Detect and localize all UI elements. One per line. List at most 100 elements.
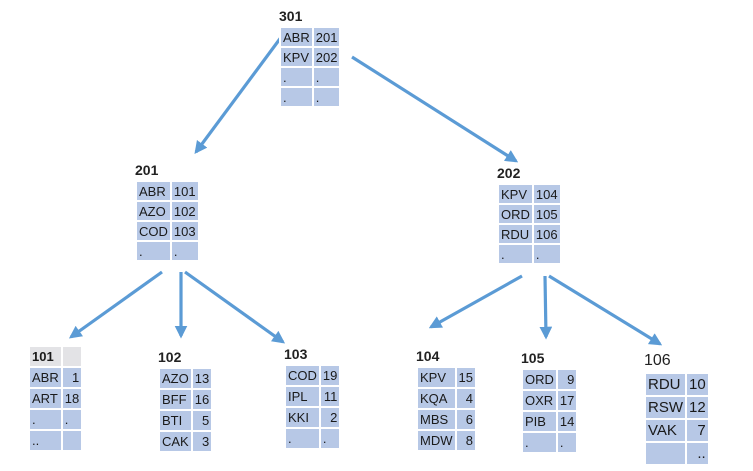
- header-row: 101: [28, 345, 84, 368]
- table-row: ..: [28, 408, 84, 431]
- edge-301-202: [351, 55, 519, 163]
- key-cell: KQA: [416, 387, 457, 410]
- pointer-cell: 106: [531, 223, 562, 245]
- value-cell: ..: [685, 441, 710, 466]
- key-cell: ..: [28, 429, 63, 452]
- pointer-cell: 102: [169, 200, 200, 222]
- value-cell: [60, 429, 84, 452]
- table-row: ..: [284, 427, 342, 450]
- key-cell: .: [279, 66, 314, 88]
- value-cell: 17: [555, 389, 579, 412]
- key-cell: ABR: [28, 366, 63, 389]
- table-row: ..: [135, 240, 200, 262]
- key-cell: KPV: [416, 366, 457, 389]
- value-cell: 13: [190, 367, 214, 390]
- key-cell: AZO: [158, 367, 193, 390]
- value-cell: 11: [318, 385, 342, 408]
- pointer-cell: .: [311, 66, 342, 88]
- pointer-cell: 202: [311, 46, 342, 68]
- key-cell: COD: [135, 220, 172, 242]
- value-cell: .: [555, 431, 579, 454]
- edge-201-101: [68, 270, 163, 339]
- edge-202-105: [539, 275, 553, 340]
- key-cell: .: [521, 431, 558, 454]
- node-title: 102: [158, 349, 182, 365]
- value-cell: 19: [318, 364, 342, 387]
- node-title: 202: [497, 165, 521, 181]
- table-row: ..: [644, 441, 710, 466]
- key-cell: ABR: [279, 26, 314, 48]
- node-title: 101: [28, 345, 63, 368]
- pointer-cell: .: [531, 243, 562, 265]
- value-cell: 12: [685, 395, 710, 420]
- value-cell: 15: [454, 366, 477, 389]
- value-cell: 3: [190, 430, 214, 453]
- pointer-cell: .: [169, 240, 200, 262]
- edge-301-201: [194, 35, 284, 155]
- node-title: 301: [279, 8, 303, 24]
- key-cell: CAK: [158, 430, 193, 453]
- value-cell: 4: [454, 387, 477, 410]
- key-cell: OXR: [521, 389, 558, 412]
- value-cell: 2: [318, 406, 342, 429]
- key-cell: KPV: [279, 46, 314, 68]
- value-cell: 8: [454, 429, 477, 452]
- key-cell: .: [279, 86, 314, 108]
- edge-202-104: [428, 274, 523, 329]
- key-cell: KKI: [284, 406, 321, 429]
- value-cell: 14: [555, 410, 579, 433]
- value-cell: 10: [685, 372, 710, 397]
- value-cell: 16: [190, 388, 214, 411]
- key-cell: ORD: [497, 203, 534, 225]
- value-cell: 7: [685, 418, 710, 443]
- key-cell: BTI: [158, 409, 193, 432]
- node-title: 201: [135, 162, 159, 178]
- value-cell: .: [60, 408, 84, 431]
- pointer-cell: 101: [169, 180, 200, 202]
- key-cell: MDW: [416, 429, 457, 452]
- node-title: 105: [521, 350, 545, 366]
- key-cell: ABR: [135, 180, 172, 202]
- pointer-cell: .: [311, 86, 342, 108]
- key-cell: ART: [28, 387, 63, 410]
- pointer-cell: 104: [531, 183, 562, 205]
- table-row: ..: [521, 431, 579, 454]
- key-cell: RSW: [644, 395, 687, 420]
- key-cell: RDU: [644, 372, 687, 397]
- header-blank-cell: [60, 345, 84, 368]
- table-row: ..: [497, 243, 562, 265]
- edge-202-106: [548, 274, 663, 346]
- key-cell: BFF: [158, 388, 193, 411]
- key-cell: AZO: [135, 200, 172, 222]
- value-cell: 18: [60, 387, 84, 410]
- value-cell: 9: [555, 368, 579, 391]
- key-cell: PIB: [521, 410, 558, 433]
